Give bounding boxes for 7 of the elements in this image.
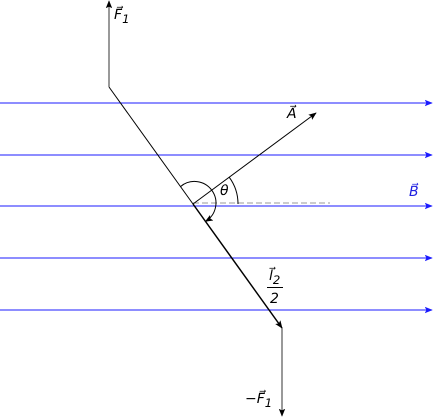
angle-label: θ [220, 184, 229, 198]
area-vector-label: A⃗ [287, 107, 297, 121]
force-label: F⃗$_{1}$ [114, 8, 130, 26]
denominator-label: 2 [270, 292, 279, 306]
field-label: B⃗ [409, 185, 419, 199]
length-label: l⃗$_{2}$ [269, 269, 280, 286]
force-label: −F⃗$_{1}$ [245, 392, 272, 410]
